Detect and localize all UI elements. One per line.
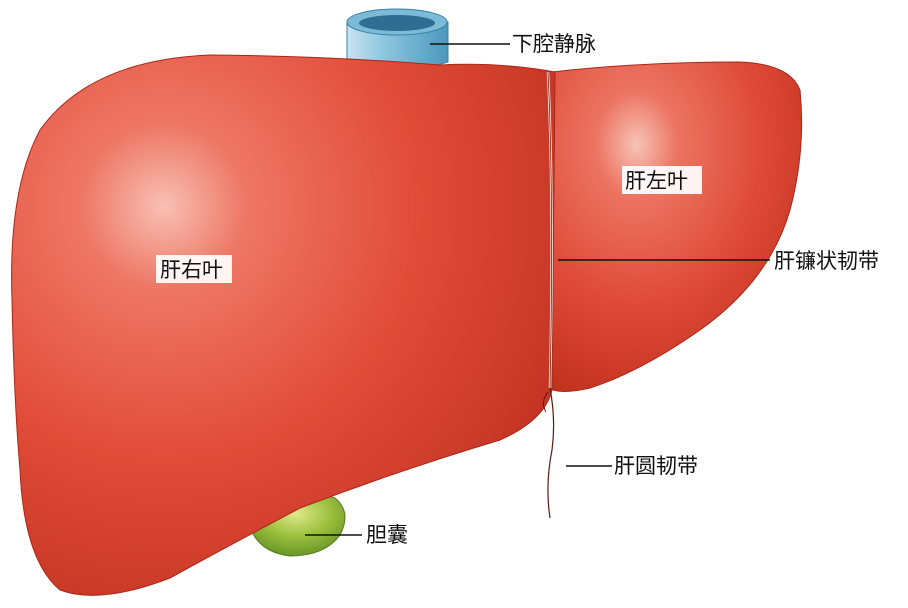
falciform-ligament-label: 肝镰状韧带 (774, 249, 879, 273)
left-lobe-shape (548, 62, 802, 392)
left-lobe-label: 肝左叶 (625, 169, 688, 193)
gallbladder-label: 胆囊 (366, 523, 408, 547)
round-ligament (548, 388, 554, 518)
right-lobe-shape (12, 55, 555, 595)
ivc-label: 下腔静脉 (512, 32, 596, 56)
round-ligament-label: 肝圆韧带 (614, 454, 698, 478)
right-lobe-label: 肝右叶 (160, 258, 223, 282)
